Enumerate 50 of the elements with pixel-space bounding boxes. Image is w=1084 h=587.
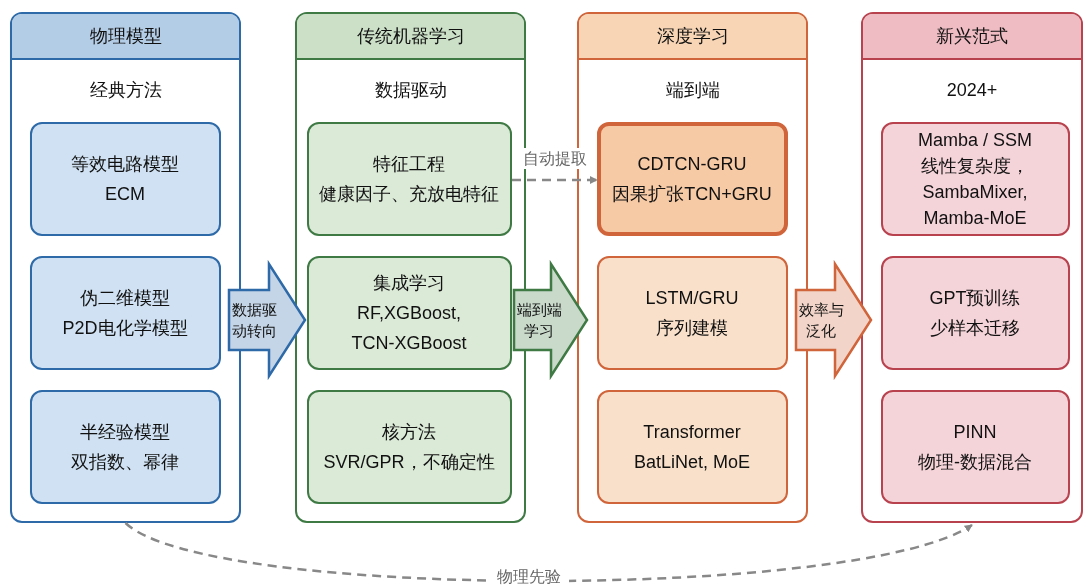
method-detail: P2D电化学模型 — [62, 316, 188, 340]
edge-label: 数据驱动转向 — [230, 300, 278, 341]
method-box — [29, 389, 221, 504]
method-box — [596, 121, 788, 236]
method-detail: 序列建模 — [656, 316, 728, 340]
method-title: 核方法 — [382, 420, 436, 444]
method-title: Transformer — [643, 420, 741, 444]
column-header: 传统机器学习 — [297, 14, 524, 60]
method-box — [596, 389, 788, 504]
column-header: 深度学习 — [579, 14, 806, 60]
method-title: LSTM/GRU — [645, 286, 739, 310]
method-title: 等效电路模型 — [71, 152, 179, 176]
method-box — [596, 255, 788, 370]
method-box — [880, 121, 1070, 236]
method-title: Mamba / SSM — [917, 128, 1033, 152]
method-title: 特征工程 — [373, 152, 445, 176]
method-title: CDTCN-GRU — [637, 152, 747, 176]
column-header: 物理模型 — [12, 14, 239, 60]
method-detail: RF,XGBoost, TCN-XGBoost — [350, 301, 468, 355]
column-panel — [861, 12, 1083, 523]
method-box — [880, 389, 1070, 504]
method-detail: 物理-数据混合 — [918, 450, 1032, 474]
dashed-arrow — [124, 521, 973, 583]
method-title: 伪二维模型 — [80, 286, 170, 310]
method-title: 集成学习 — [372, 271, 446, 295]
method-box — [306, 389, 512, 504]
method-detail: 线性复杂度， SambaMixer, Mamba-MoE — [920, 154, 1030, 230]
method-title: GPT预训练 — [929, 286, 1021, 310]
dashed-arrow — [512, 176, 598, 184]
edge-label: 端到端学习 — [515, 300, 563, 341]
method-box — [880, 255, 1070, 370]
column-subtitle: 数据驱动 — [373, 79, 448, 102]
column-header: 新兴范式 — [863, 14, 1081, 60]
method-box — [306, 255, 512, 370]
column-subtitle: 端到端 — [664, 79, 721, 102]
method-detail: SVR/GPR，不确定性 — [323, 450, 495, 474]
method-box — [306, 121, 512, 236]
method-detail: ECM — [105, 182, 145, 206]
method-detail: BatLiNet, MoE — [633, 450, 751, 474]
method-detail: 少样本迁移 — [930, 316, 1020, 340]
method-box — [29, 121, 221, 236]
method-title: PINN — [953, 420, 997, 444]
column-subtitle: 经典方法 — [88, 79, 163, 102]
edge-label: 效率与泛化 — [797, 300, 845, 341]
method-box — [29, 255, 221, 370]
method-detail: 健康因子、充放电特征 — [319, 182, 499, 206]
method-detail: 双指数、幂律 — [71, 450, 179, 474]
method-detail: 因果扩张TCN+GRU — [612, 182, 772, 206]
column-subtitle: 2024+ — [945, 79, 999, 102]
method-title: 半经验模型 — [80, 420, 170, 444]
